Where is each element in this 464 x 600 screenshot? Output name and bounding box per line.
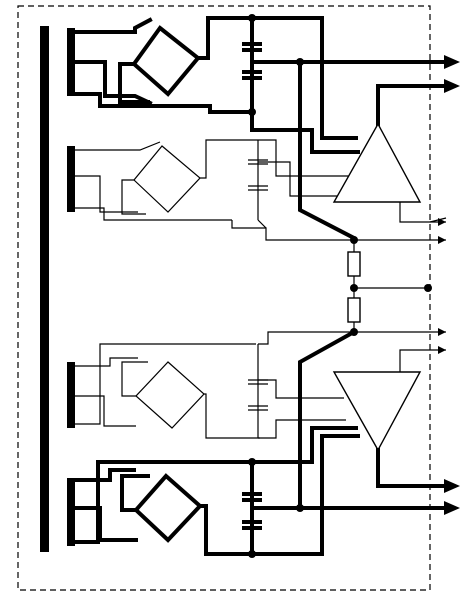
bridge-rectifier-icon	[135, 361, 205, 429]
arrow-input-icon	[438, 328, 446, 336]
resistor-icon	[347, 297, 361, 323]
transformer-core	[40, 26, 49, 552]
bridge-rectifier-icon	[133, 145, 201, 213]
arrow-input-icon	[438, 236, 446, 244]
bridge-rectifier-icon	[131, 25, 201, 97]
capacitor-icon	[242, 42, 262, 80]
signal-section-upper	[67, 139, 354, 241]
transformer-icon	[67, 362, 75, 428]
transformer-icon	[67, 28, 75, 96]
transformer-icon	[67, 146, 75, 212]
feedback-resistor-network	[347, 236, 432, 336]
power-section-top	[67, 14, 460, 241]
resistor-icon	[347, 251, 361, 277]
arrow-output-icon	[444, 55, 460, 69]
arrow-output-icon	[444, 479, 460, 493]
power-section-bottom	[67, 329, 460, 558]
capacitor-icon	[248, 159, 268, 191]
transformer-icon	[67, 478, 75, 546]
arrow-output-icon	[444, 79, 460, 93]
signal-section-lower	[67, 331, 354, 439]
arrow-output-icon	[444, 501, 460, 515]
amplifier-icon	[332, 371, 422, 452]
bridge-rectifier-icon	[133, 473, 203, 543]
arrow-input-icon	[438, 346, 446, 354]
capacitor-icon	[242, 492, 262, 530]
amplifier-icon	[332, 122, 422, 203]
enclosure-border	[17, 5, 431, 591]
